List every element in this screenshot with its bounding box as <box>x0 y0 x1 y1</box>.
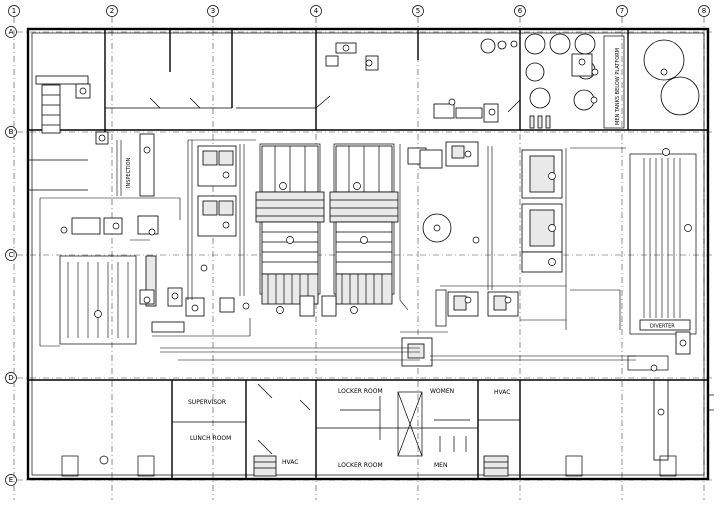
locker-room-top-label: LOCKER ROOM <box>338 388 383 395</box>
room-labels: SUPERVISOR LUNCH ROOM HVAC HVAC LOCKER R… <box>188 388 510 469</box>
column-bubble-4: 4 <box>310 5 322 17</box>
svg-text:1: 1 <box>12 7 16 15</box>
column-bubble-8: 8 <box>698 5 710 17</box>
building-outline <box>26 27 710 481</box>
svg-text:D: D <box>8 374 13 382</box>
svg-text:C: C <box>9 251 14 259</box>
upper-mid-equipment <box>325 42 379 71</box>
svg-text:3: 3 <box>211 7 215 15</box>
process-line-2 <box>321 143 399 317</box>
column-bubble-2: 2 <box>106 5 118 17</box>
dryer-units <box>197 145 237 237</box>
svg-text:E: E <box>9 476 13 484</box>
locker-room-bottom-label: LOCKER ROOM <box>338 462 383 469</box>
row-bubble-b: B <box>5 126 17 138</box>
svg-text:7: 7 <box>620 7 624 15</box>
column-bubble-5: 5 <box>412 5 424 17</box>
row-bubble-c: C <box>5 249 17 261</box>
row-bubble-e: E <box>5 474 17 486</box>
platform-note-label: MEN TANKS BELOW PLATFORM <box>615 48 621 125</box>
lunch-room-label: LUNCH ROOM <box>190 435 231 442</box>
svg-text:5: 5 <box>416 7 420 15</box>
column-bubble-3: 3 <box>207 5 219 17</box>
hvac-lower-label: HVAC <box>282 459 298 466</box>
diverter-label: DIVERTER <box>650 324 675 330</box>
lower-right-machines <box>401 289 519 367</box>
svg-text:6: 6 <box>518 7 523 15</box>
column-bubbles: 1 2 3 4 5 6 7 8 <box>8 5 710 17</box>
tank-room <box>524 33 599 111</box>
top-left-equipment <box>35 75 91 134</box>
far-right-conveyor: DIVERTER <box>627 148 697 461</box>
column-bubble-7: 7 <box>616 5 628 17</box>
edge-marks <box>708 394 714 411</box>
supervisor-label: SUPERVISOR <box>188 399 226 406</box>
upper-rooms <box>28 29 708 191</box>
platform-area: MEN TANKS BELOW PLATFORM <box>603 35 700 129</box>
left-filler-area <box>59 215 250 345</box>
men-label: MEN <box>434 462 447 469</box>
row-bubble-a: A <box>5 26 17 38</box>
svg-text:8: 8 <box>702 7 706 15</box>
inspection-area: INSPECTION <box>95 131 155 197</box>
upper-right-equipment <box>433 38 551 129</box>
svg-text:A: A <box>9 28 14 36</box>
row-bubbles: A B C D E <box>5 26 17 486</box>
hvac-right-label: HVAC <box>494 389 510 396</box>
column-bubble-1: 1 <box>8 5 20 17</box>
svg-text:B: B <box>9 128 14 136</box>
mid-right-equipment <box>407 141 480 244</box>
svg-text:4: 4 <box>314 7 319 15</box>
right-vertical-line <box>521 149 563 273</box>
row-bubble-d: D <box>5 372 17 384</box>
inspection-label: INSPECTION <box>126 157 132 188</box>
conveyor-routes <box>39 139 636 361</box>
diverter-box <box>639 319 691 331</box>
column-bubble-6: 6 <box>514 5 526 17</box>
women-label: WOMEN <box>430 388 454 395</box>
lower-rooms <box>28 379 708 479</box>
svg-text:2: 2 <box>110 7 114 15</box>
process-line-1 <box>255 143 325 317</box>
